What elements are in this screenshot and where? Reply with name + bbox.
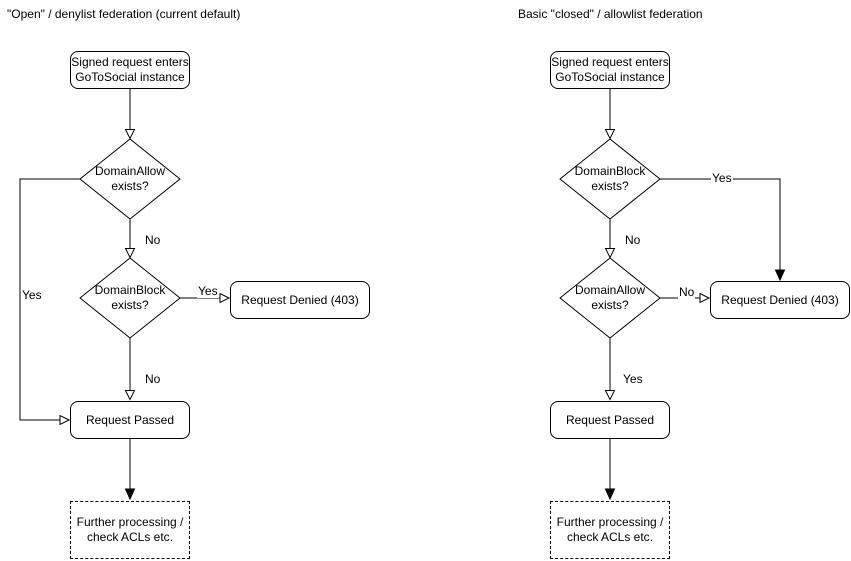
closed-label-decision1-no: No [624, 233, 642, 247]
open-decision1-label: DomainAllow exists? [80, 164, 180, 194]
closed-start-line2: GoToSocial instance [555, 70, 665, 84]
closed-denied-node: Request Denied (403) [710, 281, 850, 319]
closed-further-line2: check ACLs etc. [566, 530, 654, 544]
open-arrowhead-decision2-icon [124, 248, 136, 259]
closed-chart-title: Basic "closed" / allowlist federation [518, 7, 703, 21]
open-chart-title: "Open" / denylist federation (current de… [7, 7, 241, 21]
closed-edge-decision1-yes-to-denied [660, 178, 781, 270]
closed-further-node: Further processing / check ACLs etc. [550, 501, 670, 559]
closed-start-node: Signed request enters GoToSocial instanc… [550, 51, 670, 89]
closed-decision2-line2: exists? [591, 298, 629, 312]
open-decision1-line1: DomainAllow [94, 164, 166, 178]
open-further-line2: check ACLs etc. [86, 530, 174, 544]
open-label-decision2-no: No [144, 372, 162, 386]
closed-start-line1: Signed request enters [551, 55, 669, 69]
open-further-node: Further processing / check ACLs etc. [70, 501, 190, 559]
closed-arrowhead-decision1-icon [604, 129, 616, 140]
open-denied-node: Request Denied (403) [230, 281, 370, 319]
open-decision1-line2: exists? [111, 179, 149, 193]
open-arrowhead-decision1-icon [124, 129, 136, 140]
closed-decision2-line1: DomainAllow [574, 283, 646, 297]
closed-decision2-label: DomainAllow exists? [560, 283, 660, 313]
closed-arrowhead-denied-top-icon [774, 269, 786, 282]
open-decision2-line2: exists? [111, 298, 149, 312]
closed-decision1-line2: exists? [591, 179, 629, 193]
open-label-decision2-yes: Yes [197, 284, 219, 298]
closed-chart-edges [559, 89, 786, 501]
closed-arrowhead-decision2-icon [604, 248, 616, 259]
closed-arrowhead-denied-left-icon [699, 292, 711, 304]
closed-decision1-label: DomainBlock exists? [560, 164, 660, 194]
closed-further-line1: Further processing / [556, 515, 664, 529]
open-arrowhead-passed-left-icon [59, 414, 71, 426]
open-decision2-label: DomainBlock exists? [80, 283, 180, 313]
closed-arrowhead-passed-top-icon [604, 390, 616, 401]
closed-label-decision2-no: No [678, 285, 696, 299]
closed-passed-node: Request Passed [550, 401, 670, 439]
open-decision2-line1: DomainBlock [94, 283, 166, 297]
closed-label-decision2-yes: Yes [622, 372, 644, 386]
open-arrowhead-passed-top-icon [124, 390, 136, 401]
open-label-decision1-no: No [144, 233, 162, 247]
open-arrowhead-denied-icon [219, 292, 231, 304]
open-label-decision1-yes: Yes [21, 288, 43, 302]
open-further-line1: Further processing / [76, 515, 184, 529]
open-arrowhead-further-icon [124, 488, 136, 501]
open-chart-edges [19, 89, 231, 501]
closed-arrowhead-further-icon [604, 488, 616, 501]
open-start-node: Signed request enters GoToSocial instanc… [70, 51, 190, 89]
open-edge-decision1-yes-to-passed [19, 178, 80, 421]
open-start-line1: Signed request enters [71, 55, 189, 69]
open-passed-node: Request Passed [70, 401, 190, 439]
closed-decision1-line1: DomainBlock [574, 164, 646, 178]
closed-label-decision1-yes: Yes [711, 171, 733, 185]
open-start-line2: GoToSocial instance [75, 70, 185, 84]
